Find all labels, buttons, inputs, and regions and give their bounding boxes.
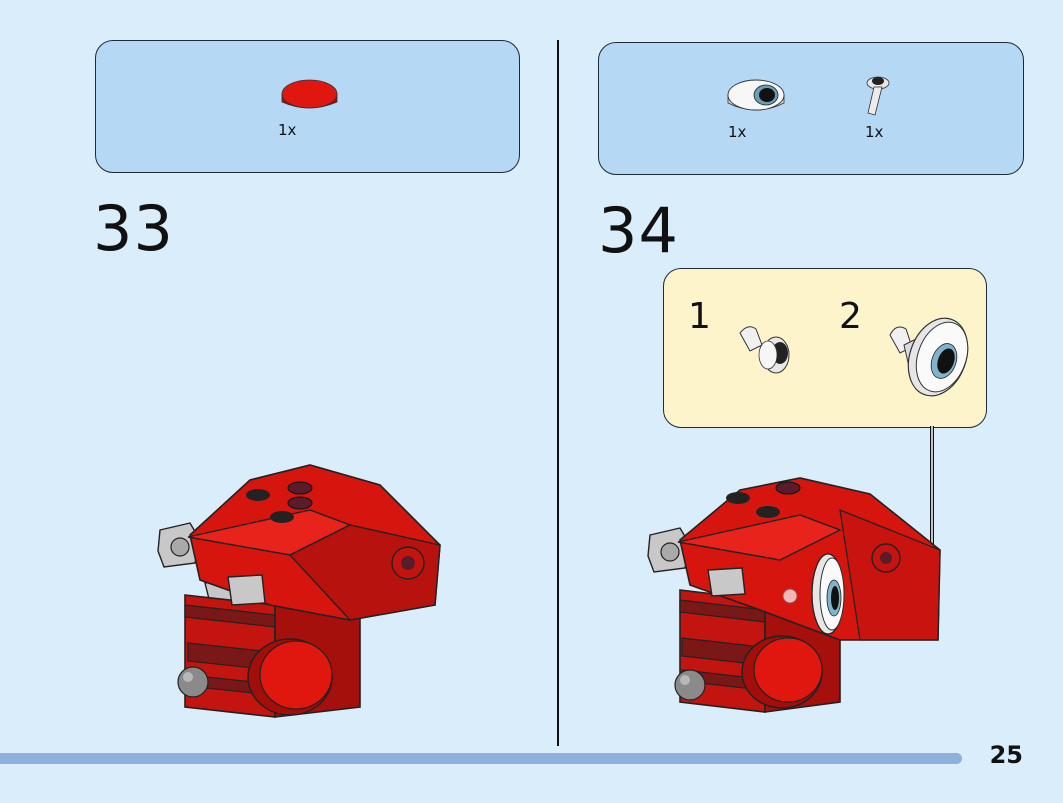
eye-assembly-icon (889, 317, 969, 397)
brick-model-step-33 (157, 464, 441, 718)
part-quantity: 1x (278, 121, 297, 139)
red-round-tile-icon (281, 79, 338, 109)
brick-model-step-34 (647, 477, 941, 713)
sub-assembly-callout: 1 2 (663, 268, 987, 428)
parts-list-step-33: 1x (95, 40, 520, 173)
substep-number-2: 2 (839, 296, 862, 337)
step-number-33: 33 (93, 192, 174, 265)
eye-tile-icon (727, 79, 785, 111)
step-number-34: 34 (598, 194, 679, 267)
substep-number-1: 1 (688, 296, 711, 337)
part-quantity: 1x (728, 123, 747, 141)
clip-with-stud-icon (739, 326, 790, 374)
clip-bracket-icon (866, 76, 890, 116)
page-number: 25 (989, 741, 1023, 769)
part-quantity: 1x (865, 123, 884, 141)
page-progress-bar (0, 753, 962, 764)
parts-list-step-34: 1x 1x (598, 42, 1024, 175)
step-divider (557, 40, 559, 746)
